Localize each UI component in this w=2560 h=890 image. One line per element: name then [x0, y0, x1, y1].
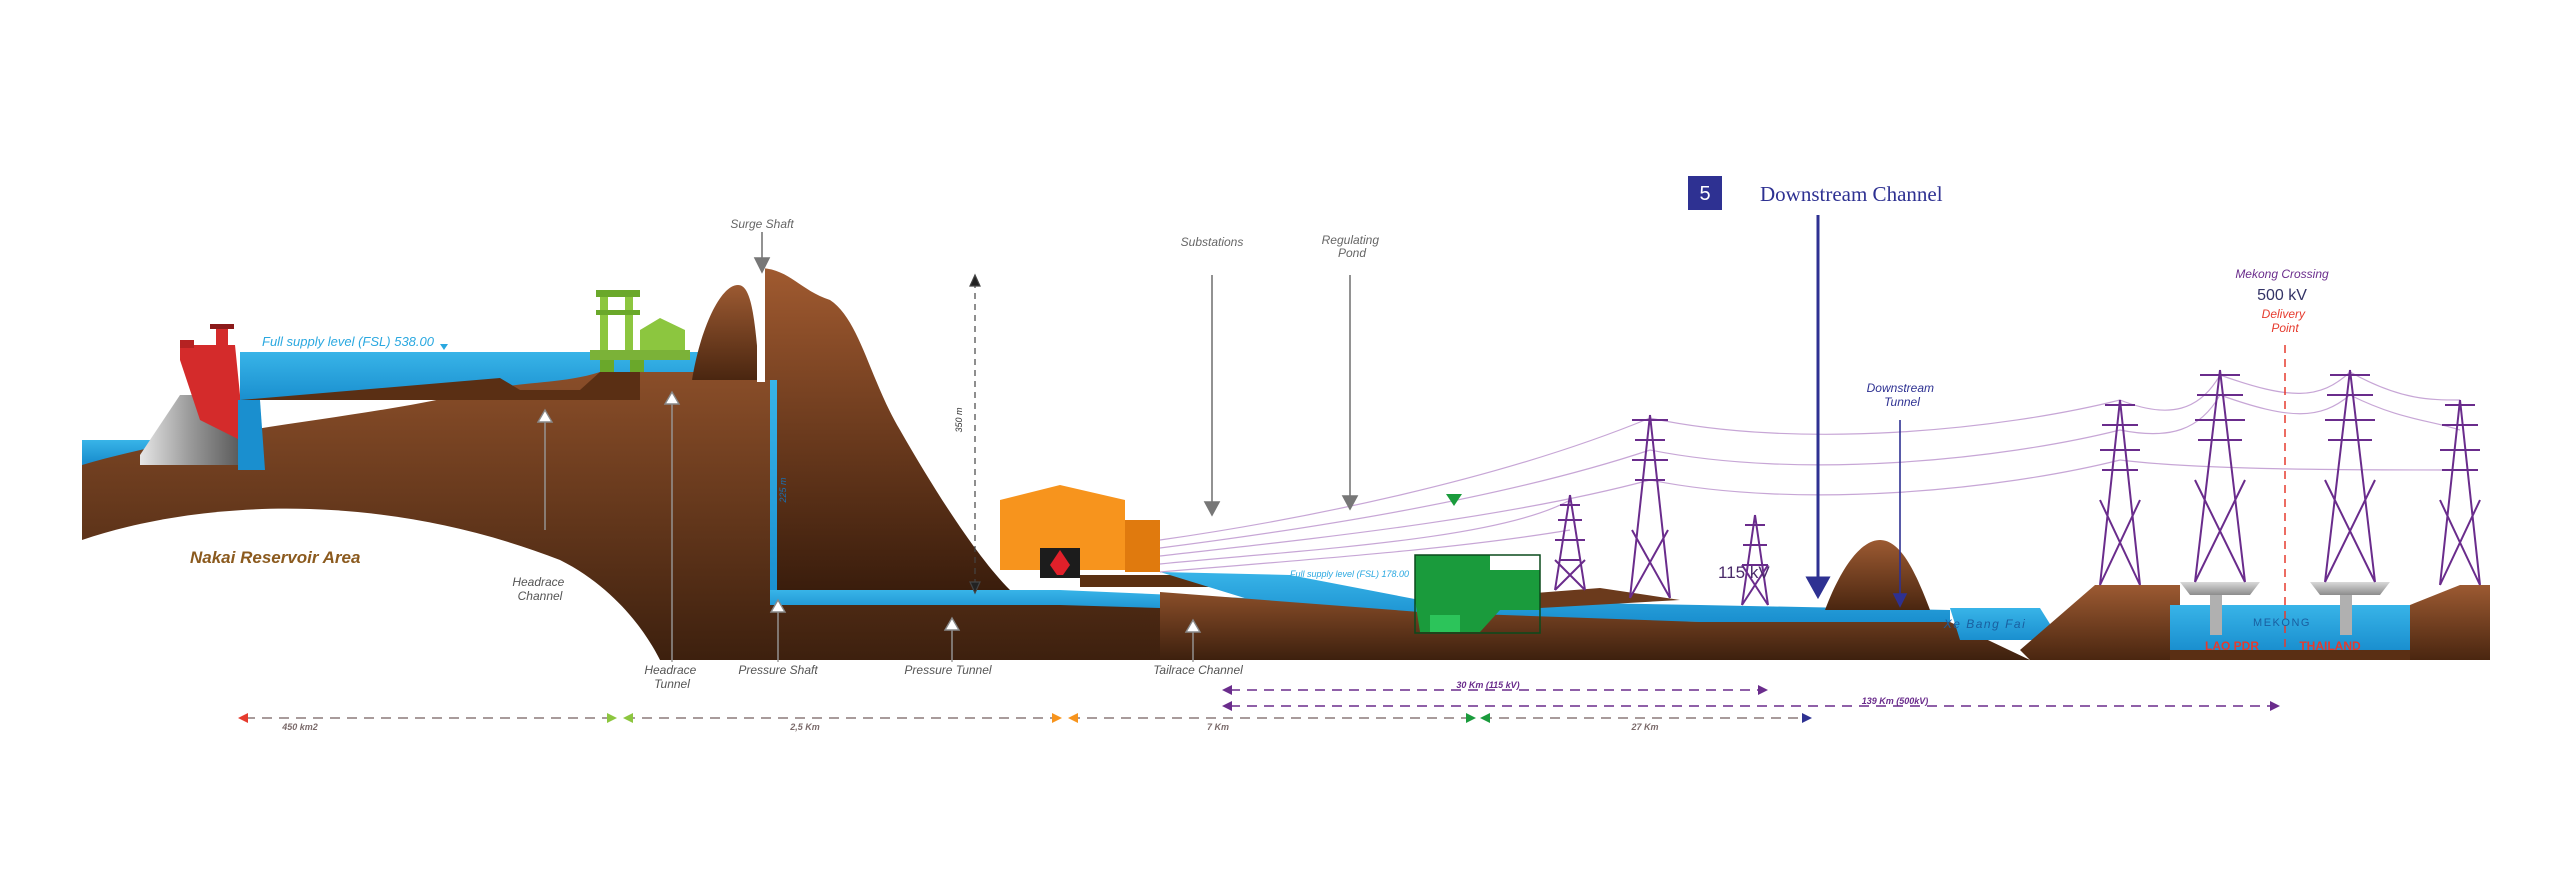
substations-arrowhead	[1203, 501, 1221, 517]
main-mountain	[762, 268, 1010, 590]
distance-27km-label: 27 Km	[1630, 722, 1658, 732]
d139-right-arrowhead	[2270, 701, 2280, 711]
surge-shaft-arrowhead	[753, 257, 771, 274]
d25-left-arrowhead	[623, 713, 633, 723]
step-badge	[1688, 176, 1722, 210]
distance-30km-label: 30 Km (115 kV)	[1456, 680, 1519, 690]
reservoir-arch	[82, 508, 660, 660]
headrace-tunnel-label: Headrace Tunnel	[644, 663, 699, 691]
pressure-tunnel-label: Pressure Tunnel	[904, 663, 991, 677]
d450-left-arrowhead	[238, 713, 248, 723]
label-second-line: Tunnel	[1884, 395, 1920, 409]
pylon-115-c	[1741, 514, 1769, 606]
intake-structure	[590, 290, 690, 372]
downstream-hill	[1825, 540, 1930, 610]
surge-shaft-label: Surge Shaft	[730, 217, 794, 231]
pressure-shaft-water	[770, 380, 777, 595]
pylon-500-d	[2439, 399, 2481, 586]
height-225-label: 225 m	[778, 477, 788, 504]
surge-hill	[692, 285, 760, 380]
surge-shaft-gap	[757, 262, 765, 382]
xe-bang-fai-water	[1950, 608, 2060, 640]
xe-bang-fai-label: Xe Bang Fai	[1943, 617, 2027, 631]
delivery-point-label: Delivery Point	[2262, 307, 2309, 335]
fsl-reservoir-label: Full supply level (FSL) 538.00	[262, 334, 435, 349]
tailrace-channel-label: Tailrace Channel	[1153, 663, 1243, 677]
regulating-pond-arrowhead	[1341, 495, 1359, 511]
substations-label: Substations	[1181, 235, 1244, 249]
height-bottom-arrowhead	[969, 581, 981, 595]
mekong-label: MEKONG	[2253, 617, 2311, 629]
label-second-line: Pond	[1338, 246, 1366, 260]
lao-bank	[2020, 585, 2180, 660]
voltage-500-label: 500 kV	[2257, 287, 2307, 304]
d7-left-arrowhead	[1068, 713, 1078, 723]
headrace-bank	[240, 372, 640, 400]
pressure-tunnel-arrowhead	[943, 616, 961, 631]
distance-139km-label: 139 Km (500kV)	[1862, 696, 1929, 706]
headrace-channel-label: Headrace Channel	[512, 575, 567, 603]
d27-left-arrowhead	[1480, 713, 1490, 723]
label-second-line: Tunnel	[654, 677, 690, 691]
height-350-label: 350 m	[954, 407, 964, 433]
d25-right-arrowhead	[1052, 713, 1062, 723]
distance-450km2-label: 450 km2	[281, 722, 318, 732]
lao-pdr-label: LAO PDR	[2205, 639, 2259, 653]
label-second-line: Channel	[518, 589, 563, 603]
mekong-pier-1	[2180, 582, 2260, 635]
pond-bank	[1510, 588, 1680, 608]
pylon-500-b	[2194, 369, 2246, 583]
mekong-pier-2	[2310, 582, 2390, 635]
pressure-shaft-label: Pressure Shaft	[738, 663, 818, 677]
downstream-channel-title: Downstream Channel	[1760, 182, 1943, 206]
d27-right-arrowhead	[1802, 713, 1812, 723]
ground-right	[1160, 592, 2030, 660]
d7-right-arrowhead	[1466, 713, 1476, 723]
height-top-arrowhead	[969, 273, 981, 287]
downstream-channel-arrowhead	[1805, 576, 1831, 600]
regulating-pond-label-line: Regulating	[1322, 233, 1380, 247]
mekong-bed	[2170, 650, 2420, 660]
d139-left-arrowhead	[1222, 701, 1232, 711]
distance-25km-label: 2,5 Km	[789, 722, 820, 732]
dam-tower-cap	[210, 324, 234, 329]
dam-crane	[180, 340, 194, 348]
headrace-channel-arrowhead	[536, 408, 554, 423]
distance-7km-label: 7 Km	[1207, 722, 1229, 732]
dam-gate	[180, 345, 240, 440]
pylon-500-c	[2324, 369, 2376, 583]
headrace-tunnel-arrowhead	[663, 390, 681, 405]
step-number: 5	[1699, 183, 1710, 205]
dam-spill	[238, 400, 265, 470]
pylon-500-a	[2099, 399, 2141, 586]
downstream-tunnel-label: Downstream Tunnel	[1867, 381, 1938, 409]
d30-right-arrowhead	[1758, 685, 1768, 695]
regulating-structure	[1414, 554, 1541, 634]
thailand-label: THAILAND	[2299, 639, 2361, 653]
nakai-reservoir-label: Nakai Reservoir Area	[190, 548, 360, 567]
regulating-pond-label: Regulating Pond	[1322, 233, 1383, 260]
pylon-115-a	[1554, 494, 1586, 591]
d30-left-arrowhead	[1222, 685, 1232, 695]
mekong-crossing-label: Mekong Crossing	[2235, 267, 2329, 281]
transmission-lines	[1159, 371, 2461, 573]
pond-level-marker	[1446, 494, 1462, 506]
voltage-115-label: 115 kV	[1718, 563, 1770, 582]
downstream-tunnel-arrowhead	[1892, 593, 1908, 608]
dam-tower	[216, 326, 228, 346]
pylon-115-b	[1629, 414, 1671, 599]
label-second-line: Point	[2271, 321, 2299, 335]
pressure-shaft-arrowhead	[769, 598, 787, 613]
d450-right-arrowhead	[607, 713, 617, 723]
thai-bank	[2410, 585, 2490, 660]
fsl-pond-label: Full supply level (FSL) 178.00	[1290, 569, 1409, 579]
mekong-water	[2170, 605, 2420, 650]
tailrace-channel-arrowhead	[1184, 618, 1202, 633]
reservoir-level-marker	[440, 344, 448, 350]
